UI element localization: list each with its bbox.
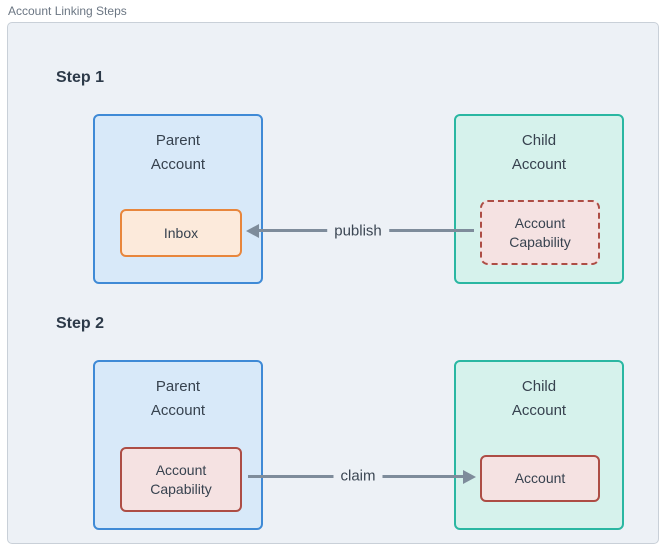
arrowhead-right-icon [463,470,476,484]
step2-account-capability-node: Account Capability [120,447,242,512]
step1-parent-account-box: Parent Account Inbox [93,114,263,284]
step1-inbox-node: Inbox [120,209,242,257]
claim-arrow-label: claim [333,467,383,485]
step1-account-capability-node: Account Capability [480,200,600,265]
publish-arrow-label: publish [327,222,389,240]
step1-label: Step 1 [56,69,105,86]
arrowhead-left-icon [246,224,259,238]
step2-child-account-box: Child Account Account [454,360,624,530]
step2-parent-account-box: Parent Account Account Capability [93,360,263,530]
step1-child-account-title: Child Account [511,132,567,173]
step2-parent-account-title: Parent Account [150,378,206,419]
step1-parent-account-title: Parent Account [150,132,206,173]
step2-label: Step 2 [56,315,105,332]
diagram-panel: Step 1 Parent Account Inbox Child Accoun… [7,22,659,544]
diagram-title: Account Linking Steps [8,4,127,18]
step1-child-account-box: Child Account Account Capability [454,114,624,284]
step2-account-node: Account [480,455,600,502]
step2-child-account-title: Child Account [511,378,567,419]
